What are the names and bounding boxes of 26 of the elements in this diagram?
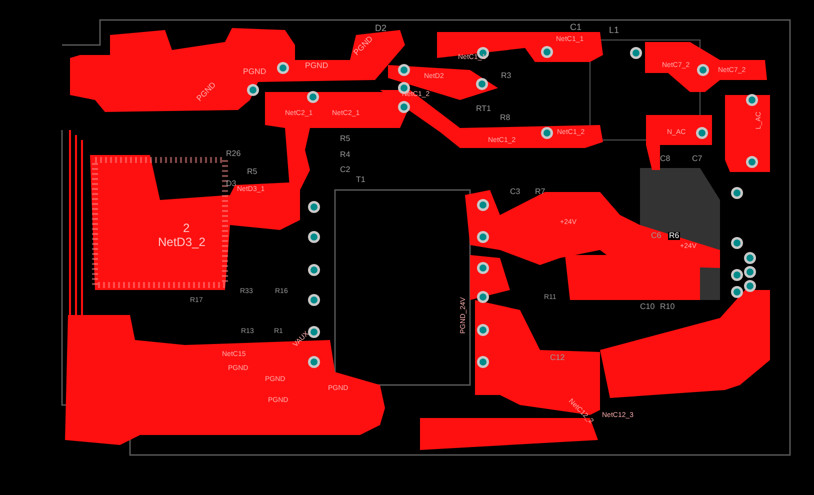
net-label: R10 bbox=[660, 303, 675, 311]
net-label: C10 bbox=[640, 303, 655, 311]
net-label: L1 bbox=[609, 26, 620, 35]
net-label: C8 bbox=[660, 155, 670, 163]
net-label: D2 bbox=[375, 24, 387, 33]
net-label: C12 bbox=[550, 354, 565, 362]
net-label: C7 bbox=[692, 155, 702, 163]
net-label: R7 bbox=[535, 188, 546, 196]
net-label: NetD3_2 bbox=[158, 236, 206, 248]
net-label: PGND bbox=[243, 68, 266, 76]
net-label: C6 bbox=[651, 232, 662, 240]
net-label: C1 bbox=[570, 23, 582, 32]
net-label: R3 bbox=[501, 72, 512, 80]
net-label: C3 bbox=[510, 188, 520, 196]
net-label: RT1 bbox=[476, 105, 491, 113]
net-label: C2 bbox=[340, 166, 350, 174]
net-label: PGND bbox=[305, 62, 328, 70]
net-label: R5 bbox=[340, 135, 350, 143]
net-label: R5 bbox=[247, 168, 258, 176]
net-label: R4 bbox=[340, 151, 350, 159]
net-label: T1 bbox=[356, 176, 366, 184]
net-label: R6 bbox=[668, 232, 680, 240]
net-label: R26 bbox=[226, 150, 241, 158]
net-label: D3 bbox=[226, 180, 236, 188]
net-label: 2 bbox=[183, 222, 190, 234]
net-label: R8 bbox=[500, 114, 510, 122]
